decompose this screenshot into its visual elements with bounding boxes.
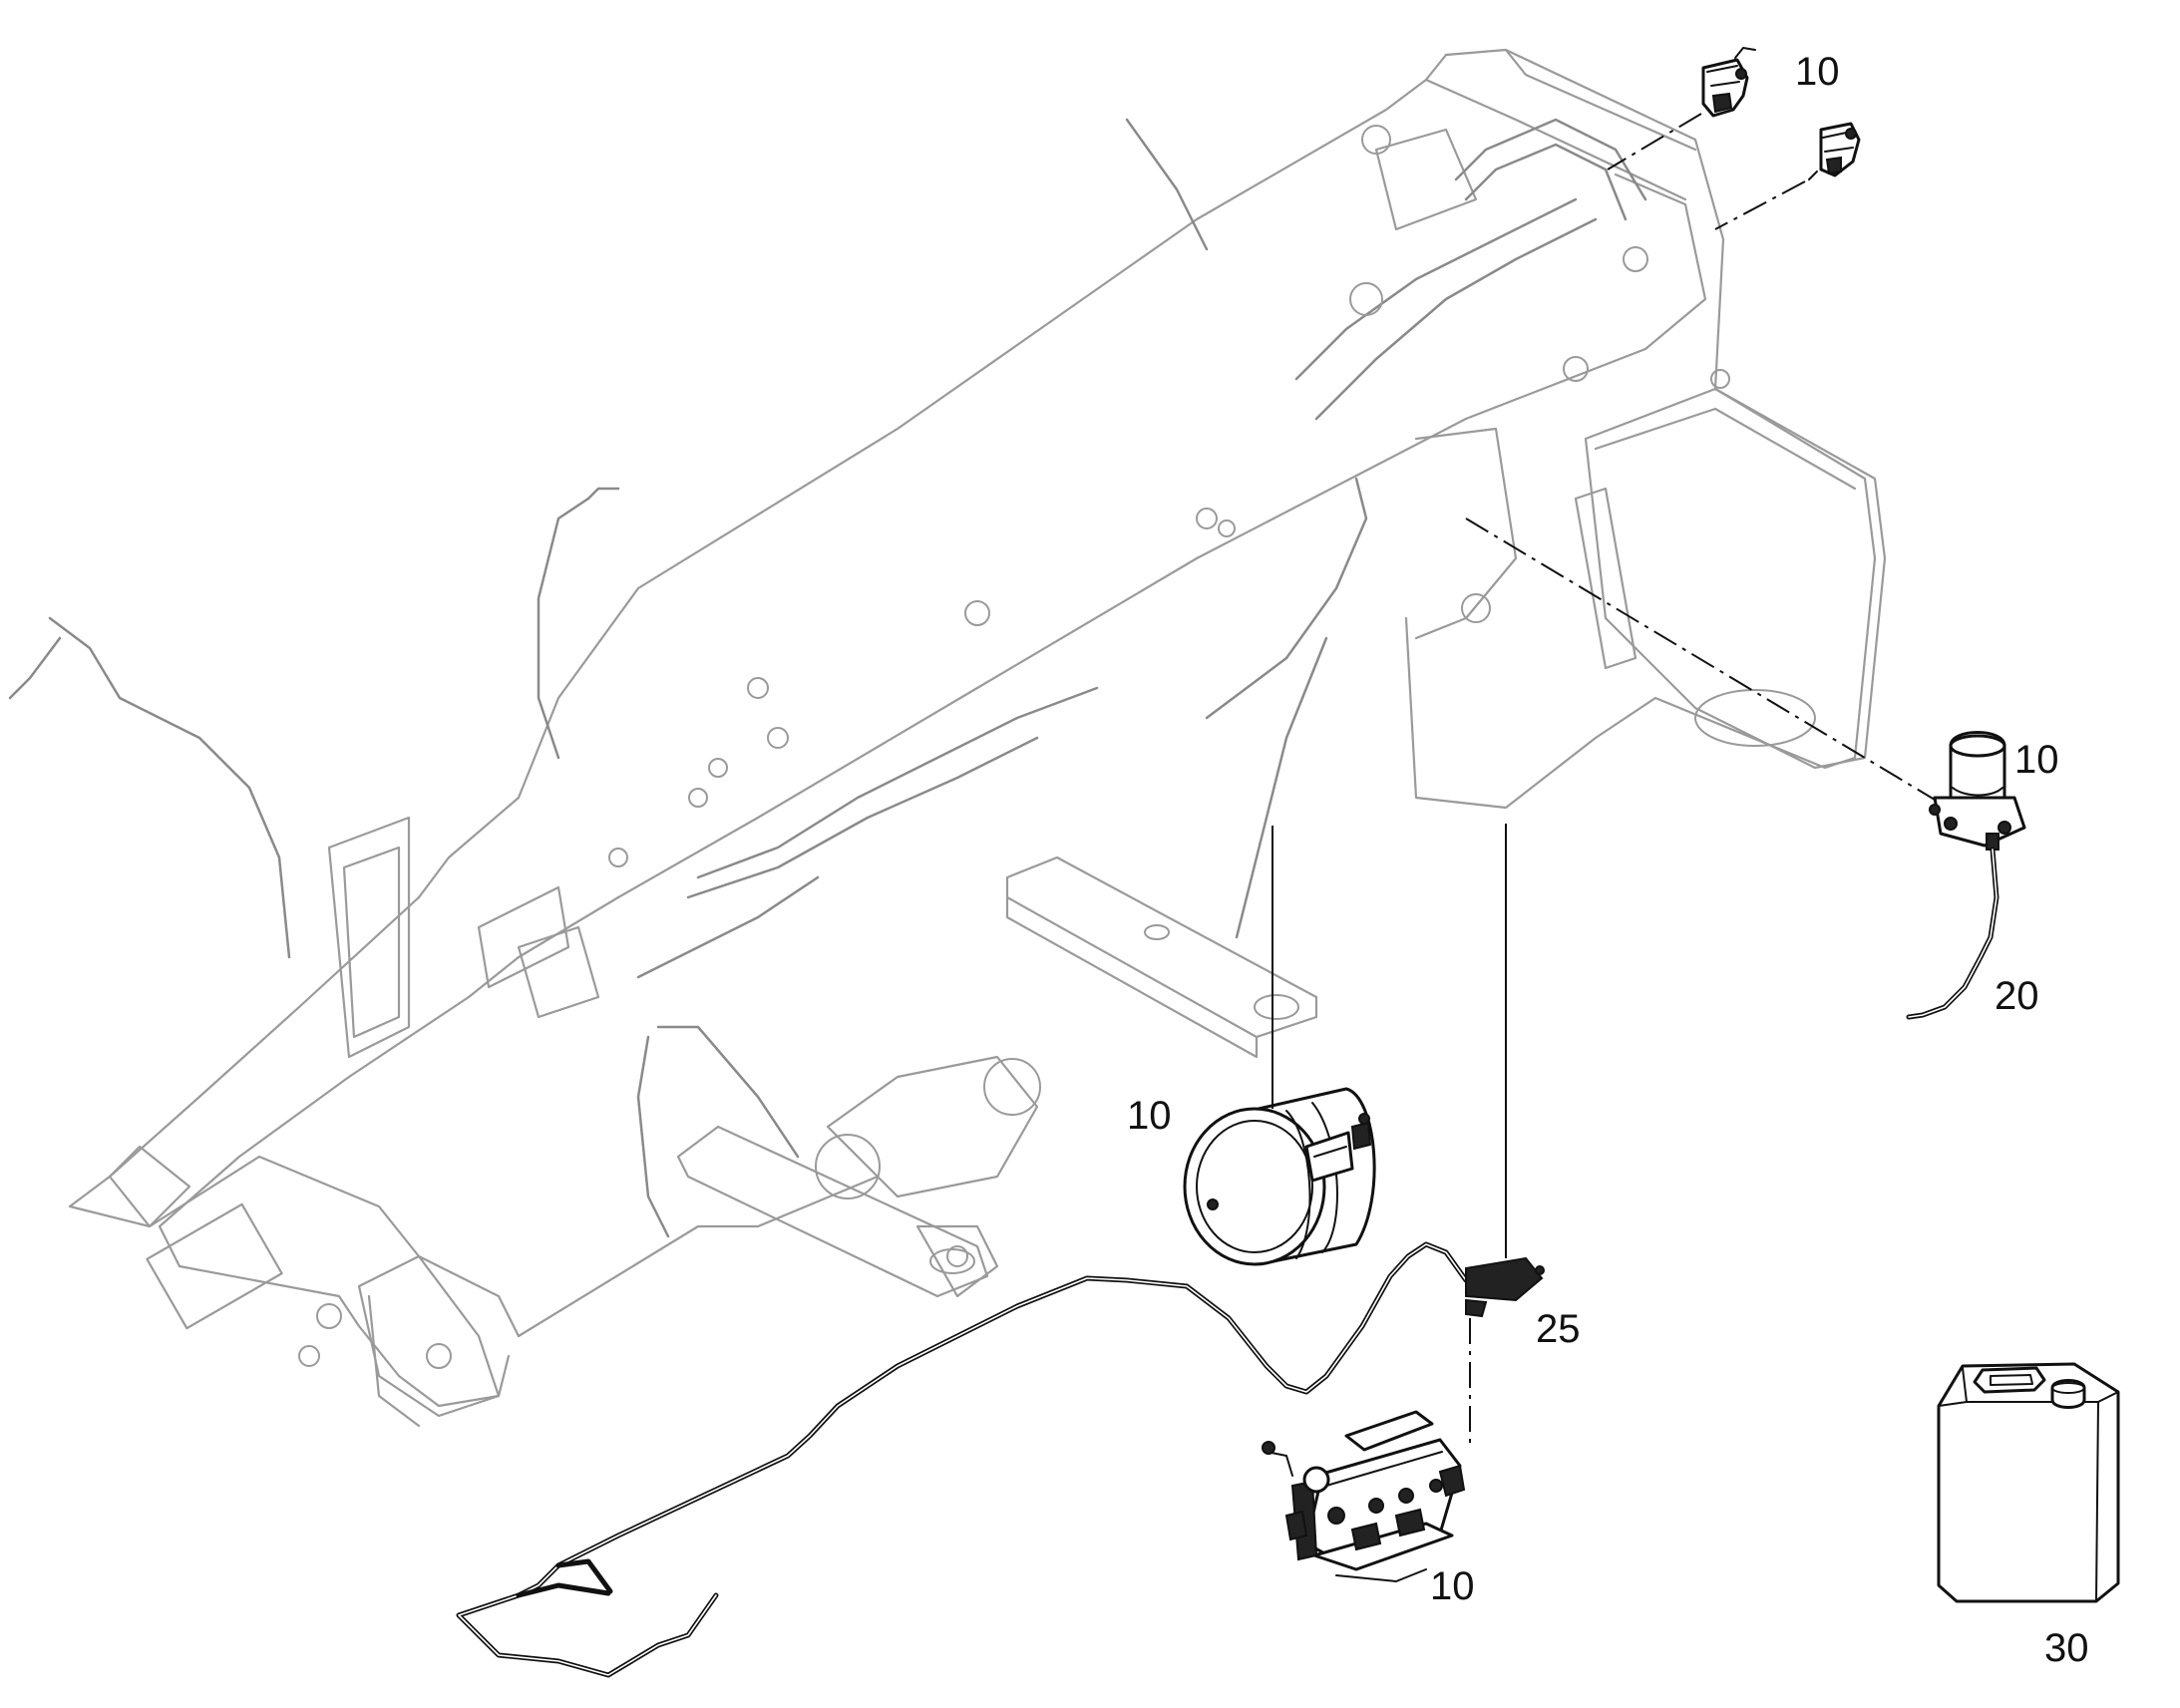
air-pipe bbox=[1906, 847, 1999, 1020]
callout-air-pipe: 20 bbox=[1995, 974, 2039, 1018]
callout-brake-line: 25 bbox=[1536, 1307, 1581, 1351]
callout-solenoid: 10 bbox=[1795, 50, 1840, 94]
solenoid-ref-line-1 bbox=[1607, 113, 1702, 171]
callout-air-tank: 10 bbox=[1127, 1094, 1172, 1138]
callout-fluid-can: 30 bbox=[2044, 1626, 2089, 1670]
fluid-can bbox=[1937, 1362, 2120, 1603]
callout-air-dryer: 10 bbox=[2014, 738, 2059, 782]
solenoid-valve-lower bbox=[1808, 122, 1861, 180]
brake-line bbox=[456, 1241, 1545, 1678]
solenoid-valve-top bbox=[1701, 47, 1756, 118]
solenoid-ref-line-2 bbox=[1714, 180, 1806, 230]
brake-valve bbox=[1262, 1410, 1466, 1582]
chassis-frame bbox=[8, 48, 1887, 1428]
callout-brake-valve: 10 bbox=[1430, 1564, 1475, 1608]
air-tank bbox=[1183, 1087, 1376, 1266]
air-dryer-ref-line bbox=[1465, 517, 1936, 801]
air-dryer bbox=[1929, 731, 2026, 851]
